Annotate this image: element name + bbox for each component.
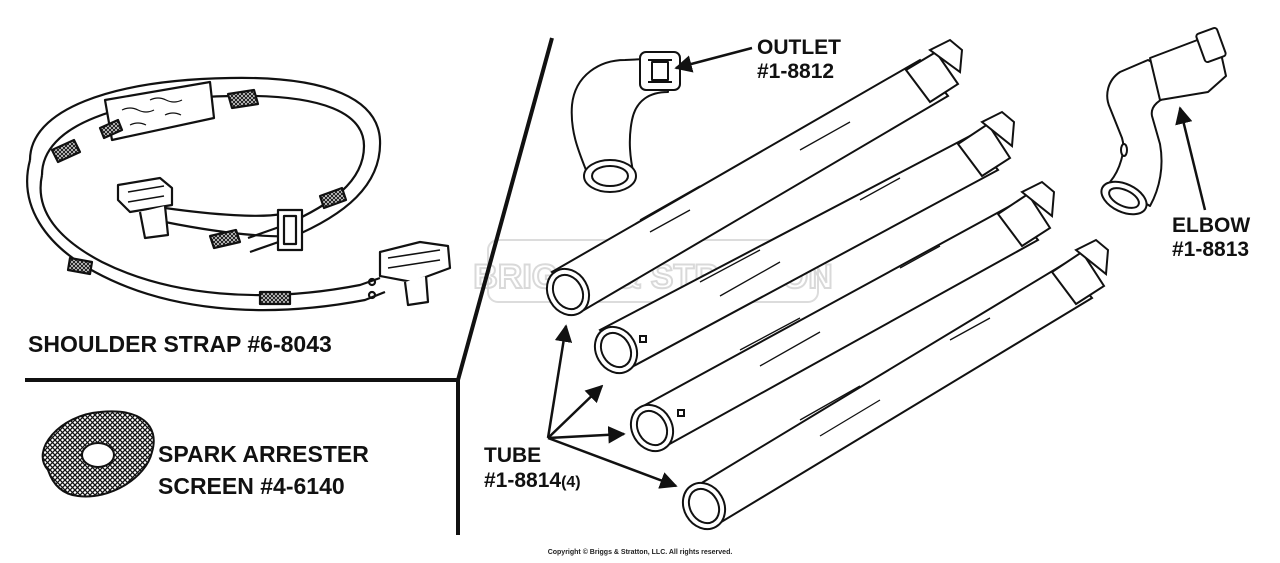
outlet-label: OUTLET #1-8812 — [757, 36, 841, 83]
svg-text:TUBE: TUBE — [484, 444, 541, 467]
shoulder-strap-illustration — [26, 76, 452, 312]
elbow-illustration — [1100, 26, 1227, 216]
svg-text:#1-8812: #1-8812 — [757, 60, 834, 83]
tube-part-number: #1-8814 — [484, 469, 561, 492]
tube-illustration-4 — [681, 238, 1110, 531]
tube-illustration-3 — [629, 180, 1056, 453]
spark-arrester-screen-illustration — [41, 410, 155, 498]
svg-text:#1-8814(4): #1-8814(4) — [484, 469, 581, 492]
tube-pointer-arrows — [546, 324, 678, 489]
tube-quantity: (4) — [561, 474, 581, 491]
tube-illustration-1 — [545, 38, 964, 317]
svg-text:ELBOW: ELBOW — [1172, 214, 1250, 237]
outlet-illustration — [570, 51, 681, 193]
svg-text:OUTLET: OUTLET — [757, 36, 841, 59]
copyright-notice: Copyright © Briggs & Stratton, LLC. All … — [548, 548, 733, 556]
spark-arrester-label-line1: SPARK ARRESTER — [158, 441, 369, 467]
tube-illustration-2 — [593, 110, 1016, 375]
shoulder-strap-label: SHOULDER STRAP #6-8043 — [28, 331, 332, 357]
outlet-pointer-arrow — [674, 46, 753, 73]
elbow-label: ELBOW #1-8813 — [1172, 214, 1250, 261]
divider-lines — [25, 37, 554, 535]
svg-text:#1-8813: #1-8813 — [1172, 238, 1249, 261]
tube-label: TUBE #1-8814(4) — [484, 444, 581, 492]
spark-arrester-label-line2: SCREEN #4-6140 — [158, 473, 345, 499]
elbow-pointer-arrow — [1175, 106, 1207, 211]
